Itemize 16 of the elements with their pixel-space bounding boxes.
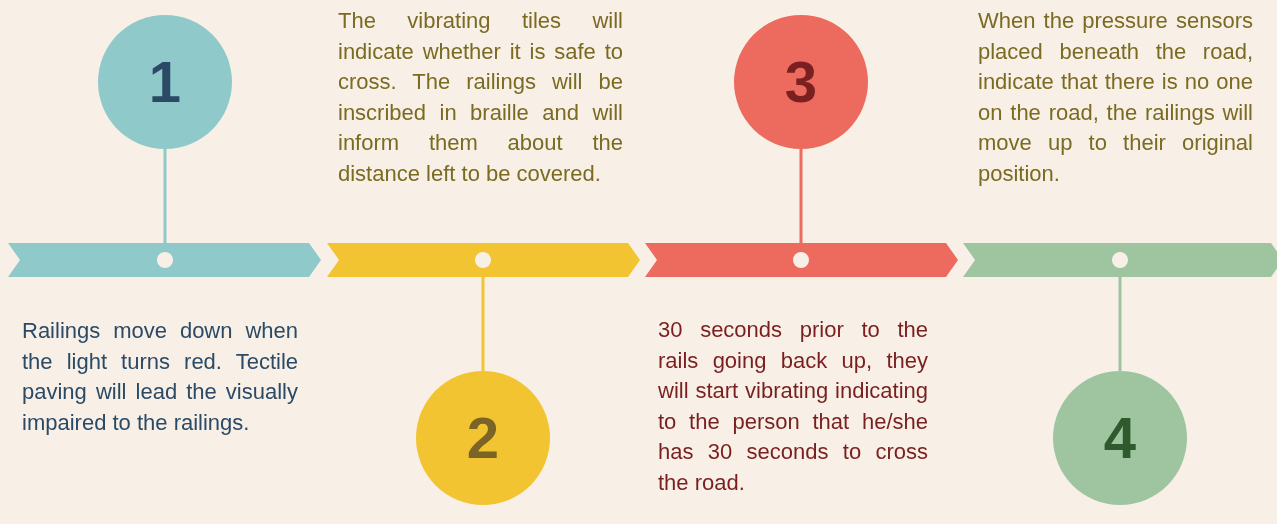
step-number: 1 xyxy=(148,53,182,111)
connector-line xyxy=(799,149,803,243)
step-number: 4 xyxy=(1103,409,1137,467)
connector-line xyxy=(163,149,167,243)
chevron-band xyxy=(963,243,1277,277)
connector-line xyxy=(1118,277,1122,371)
chevron-band xyxy=(8,243,321,277)
step-description: Railings move down when the light turns red. Tectile paving will lead the visually impaired to the railings. xyxy=(22,317,298,437)
step-number: 3 xyxy=(784,53,818,111)
chevron-band xyxy=(327,243,640,277)
step-description: When the pressure sensors placed beneath the road, indicate that there is no one on the road, the railings will move up to their original position. xyxy=(978,7,1253,188)
connector-line xyxy=(481,277,485,371)
chevron-band xyxy=(645,243,958,277)
step-description: 30 seconds prior to the rails going back up, they will start vibrating indicating to the person that he/she has 30 seconds to cross the road. xyxy=(658,316,928,497)
step-number: 2 xyxy=(466,409,500,467)
step-description: The vibrating tiles will indicate whether it is safe to cross. The railings will be inscribed in braille and will inform them about the distance left to be covered. xyxy=(338,7,623,188)
